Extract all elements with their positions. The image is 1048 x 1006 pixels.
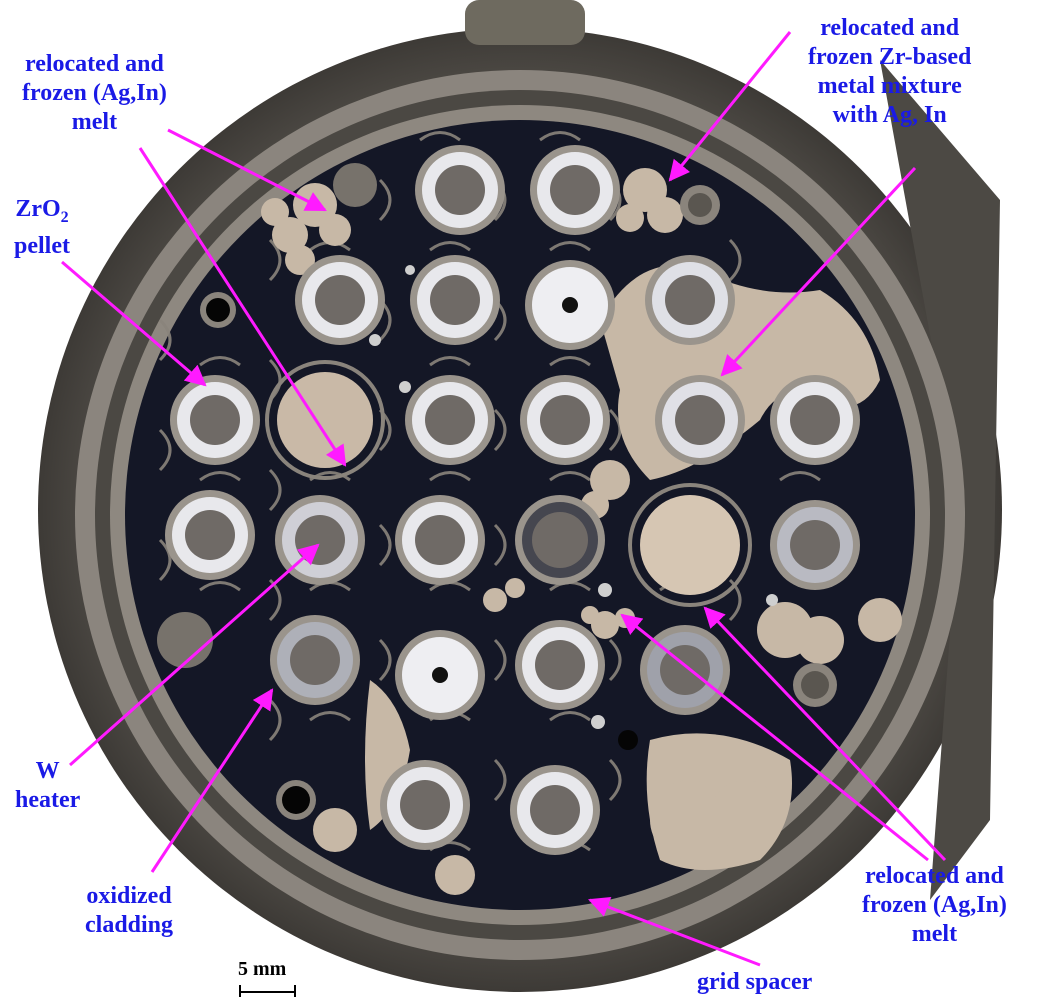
label-w-heater: W heater: [15, 758, 81, 813]
label-relocated-ag-in-melt-bottom: relocated and frozen (Ag,In) melt: [862, 863, 1007, 947]
arrow-oxidized-cladding: [150, 688, 274, 873]
scale-bar-label: 5 mm: [238, 958, 287, 980]
fuel-rods: [165, 145, 860, 855]
label-zro2-pellet: ZrO2 pellet: [14, 196, 70, 259]
arrow-zr-based-mixture-2: [720, 166, 917, 377]
small-tubes-and-holes: [157, 163, 837, 820]
label-relocated-ag-in-melt-top: relocated and frozen (Ag,In) melt: [22, 51, 167, 135]
arrow-ag-in-bottom-melt-2: [703, 606, 947, 862]
arrow-ag-in-bottom-melt-1: [620, 613, 929, 862]
arrow-ag-in-top-melt-2: [138, 147, 347, 467]
label-zr-based-metal-mixture: relocated and frozen Zr-based metal mixt…: [808, 15, 972, 128]
melt-filled-rod-right: [628, 483, 752, 607]
scale-bar: [239, 985, 296, 997]
top-mount-stub: [465, 0, 585, 45]
mount-right-edge: [880, 60, 1000, 900]
arrow-zr-based-mixture-1: [668, 31, 792, 182]
annotation-arrows: [61, 31, 947, 967]
arrow-ag-in-top-melt-1: [167, 128, 327, 212]
label-oxidized-cladding: oxidized cladding: [85, 883, 174, 938]
arrow-grid-spacer: [588, 896, 761, 967]
melt-filled-rod-left: [265, 360, 385, 480]
label-grid-spacer: grid spacer: [697, 969, 813, 995]
arrow-zro2-pellet: [61, 260, 207, 387]
arrow-w-heater: [69, 543, 320, 767]
